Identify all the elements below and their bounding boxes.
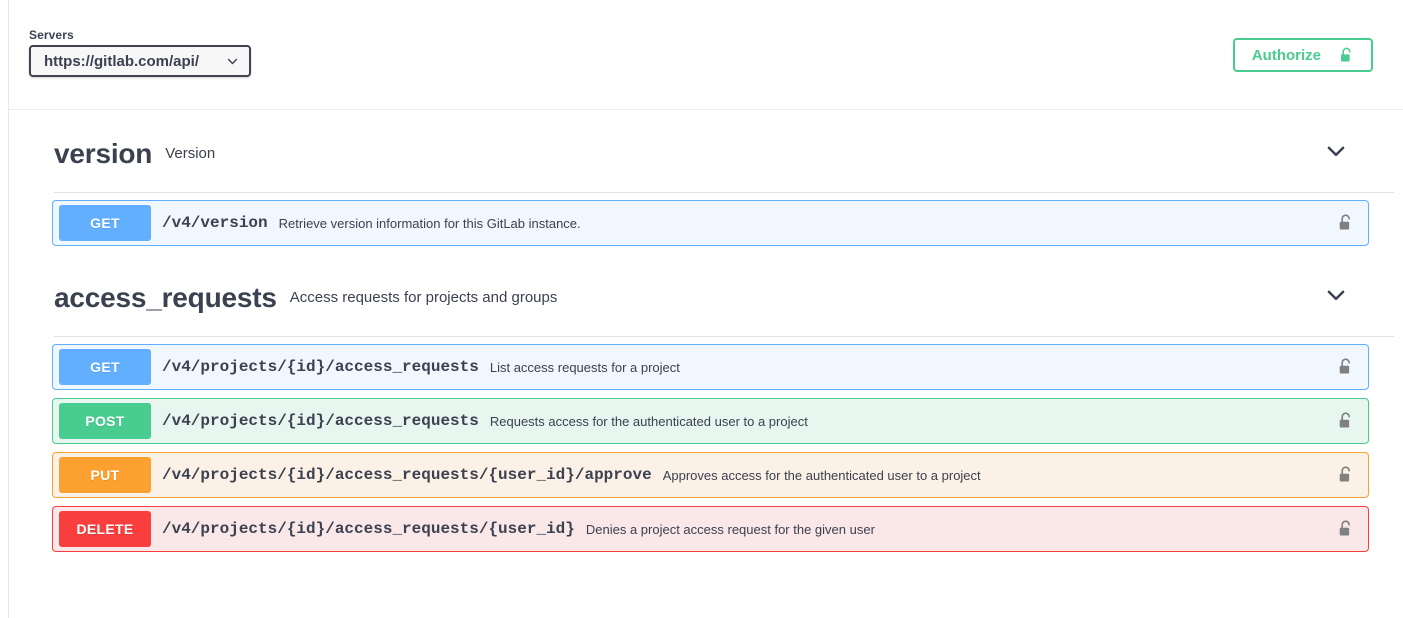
tag-name: access_requests xyxy=(54,282,277,313)
operation-row[interactable]: POST /v4/projects/{id}/access_requests R… xyxy=(52,398,1369,444)
servers-label: Servers xyxy=(29,28,74,42)
method-badge: GET xyxy=(59,349,151,385)
authorize-button-label: Authorize xyxy=(1251,46,1321,64)
chevron-down-icon[interactable] xyxy=(1323,282,1349,308)
operations-area: version Version GET /v4/version Retrieve… xyxy=(9,110,1403,560)
server-select[interactable]: https://gitlab.com/api/ xyxy=(29,45,251,77)
tag-description: Access requests for projects and groups xyxy=(289,288,558,306)
tag-description: Version xyxy=(165,144,216,162)
operation-summary: Retrieve version information for this Gi… xyxy=(278,215,581,231)
tag-section-version: version Version GET /v4/version Retrieve… xyxy=(9,110,1403,246)
operation-summary: Approves access for the authenticated us… xyxy=(662,467,981,483)
operation-row[interactable]: DELETE /v4/projects/{id}/access_requests… xyxy=(52,506,1369,552)
unlocked-padlock-icon[interactable] xyxy=(1337,520,1354,539)
tag-header-access-requests[interactable]: access_requests Access requests for proj… xyxy=(54,254,1394,337)
chevron-down-icon xyxy=(226,55,239,68)
operation-row[interactable]: PUT /v4/projects/{id}/access_requests/{u… xyxy=(52,452,1369,498)
tag-name: version xyxy=(54,138,153,169)
tag-section-access-requests: access_requests Access requests for proj… xyxy=(9,254,1403,552)
operation-path: /v4/projects/{id}/access_requests/{user_… xyxy=(162,466,652,484)
operation-summary: List access requests for a project xyxy=(489,359,680,375)
unlocked-padlock-icon[interactable] xyxy=(1337,214,1354,233)
unlocked-padlock-icon[interactable] xyxy=(1337,358,1354,377)
server-select-value: https://gitlab.com/api/ xyxy=(44,52,200,70)
scheme-container: Servers https://gitlab.com/api/ Authoriz… xyxy=(9,0,1403,110)
content-rail: Servers https://gitlab.com/api/ Authoriz… xyxy=(8,0,1403,618)
chevron-down-icon[interactable] xyxy=(1323,138,1349,164)
method-badge: GET xyxy=(59,205,151,241)
unlocked-padlock-icon xyxy=(1339,47,1354,64)
unlocked-padlock-icon[interactable] xyxy=(1337,412,1354,431)
authorize-wrap: Authorize xyxy=(1232,38,1373,72)
unlocked-padlock-icon[interactable] xyxy=(1337,466,1354,485)
operation-summary: Denies a project access request for the … xyxy=(585,521,875,537)
servers-block: Servers https://gitlab.com/api/ xyxy=(29,28,251,77)
operation-path: /v4/version xyxy=(162,214,268,232)
operation-path: /v4/projects/{id}/access_requests xyxy=(162,412,479,430)
operation-row[interactable]: GET /v4/version Retrieve version informa… xyxy=(52,200,1369,246)
operation-path: /v4/projects/{id}/access_requests/{user_… xyxy=(162,520,575,538)
operation-summary: Requests access for the authenticated us… xyxy=(489,413,808,429)
operation-path: /v4/projects/{id}/access_requests xyxy=(162,358,479,376)
method-badge: POST xyxy=(59,403,151,439)
operation-list-version: GET /v4/version Retrieve version informa… xyxy=(9,193,1403,246)
method-badge: PUT xyxy=(59,457,151,493)
tag-header-version[interactable]: version Version xyxy=(54,110,1394,193)
operation-list-access-requests: GET /v4/projects/{id}/access_requests Li… xyxy=(9,337,1403,552)
authorize-button[interactable]: Authorize xyxy=(1232,38,1373,72)
method-badge: DELETE xyxy=(59,511,151,547)
operation-row[interactable]: GET /v4/projects/{id}/access_requests Li… xyxy=(52,344,1369,390)
